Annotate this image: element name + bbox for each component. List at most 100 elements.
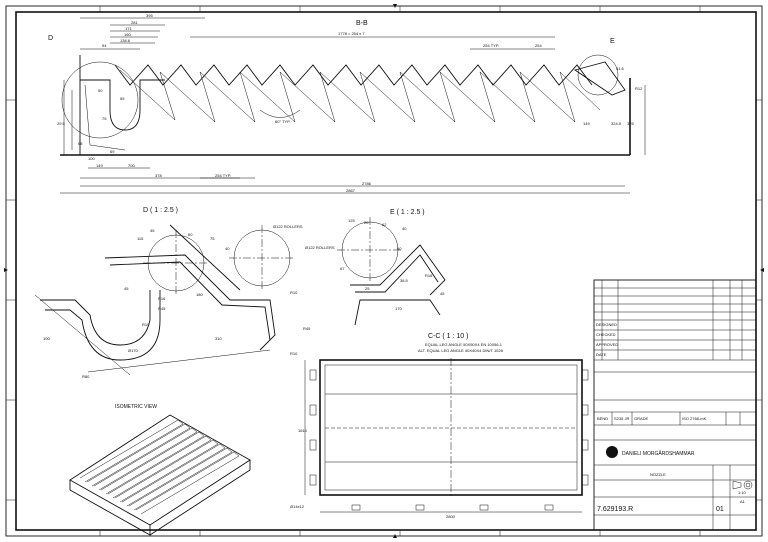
tb-row-label-3: DATE xyxy=(596,352,607,357)
cc-dim-width: 2800 xyxy=(446,514,456,519)
zone-ticks xyxy=(6,6,762,536)
section-cc-note-2: ALT. EQUAL LEG ANGLE 40X40X4 DIN/T 1028 xyxy=(418,348,504,353)
section-cc-view: C-C ( 1 : 10 ) EQUAL LEG ANGLE 50X50X4 E… xyxy=(290,333,589,519)
detail-d-dim-0: 115 xyxy=(137,236,144,241)
callout-e-label: E xyxy=(610,38,615,45)
bb-dim-171: 171 xyxy=(125,26,132,31)
sheet-size: A1 xyxy=(740,499,746,504)
detail-d-dim-6: R16 xyxy=(158,296,166,301)
cc-dim-height: 1610 xyxy=(298,428,308,433)
bb-dim-50: 50 xyxy=(98,88,103,93)
detail-e-dim-9: 25 xyxy=(365,286,370,291)
bb-dim-254typ: 254 TYP. xyxy=(483,43,499,48)
detail-e-dim-1: 20 xyxy=(364,220,369,225)
detail-e-base xyxy=(354,299,441,326)
bb-d-support xyxy=(84,84,126,151)
detail-d-loop-inner xyxy=(45,290,161,361)
bb-dim-254typ-bottom: 254 TYP. xyxy=(215,173,231,178)
bb-dim-100: 100 xyxy=(88,156,95,161)
detail-d-plate-inner xyxy=(109,261,271,341)
detail-e-dim-6: 38.5 xyxy=(400,278,409,283)
projection-symbol-icon xyxy=(732,480,753,490)
detail-d-dim-8: 310 xyxy=(215,336,222,341)
bb-dim-138: 138.6 xyxy=(120,38,131,43)
cc-note-bottom: Ø14x12 xyxy=(290,504,305,509)
bb-dim-700: 700 xyxy=(128,163,135,168)
detail-d-rib xyxy=(169,224,241,291)
detail-d-dim-4: 40 xyxy=(225,246,230,251)
inner-border xyxy=(15,11,757,531)
bb-dim-281: 281 xyxy=(131,20,138,25)
isometric-title: ISOMETRIC VIEW xyxy=(115,404,157,410)
bb-angle-arc xyxy=(259,109,301,118)
section-cc-note-1: EQUAL LEG ANGLE 50X50X4 EN 10056-1 xyxy=(425,342,503,347)
detail-e-dim-8: R16 xyxy=(425,273,433,278)
tb-field-1: S235 JR xyxy=(614,416,629,421)
bb-dim-149: 149 xyxy=(96,163,103,168)
tb-field-3: ISO 2768-mK xyxy=(682,416,707,421)
detail-d-rollers-2: Ø122 ROLLERS xyxy=(305,245,335,250)
bb-dim-94: 94 xyxy=(102,43,107,48)
section-bb-view: B-B D E 395 281 171 160 138.6 94 1778 = … xyxy=(48,13,646,194)
tb-row-label-2: APPROVED xyxy=(596,342,618,347)
detail-d-plate-top xyxy=(104,254,276,351)
tb-field-0: BEND xyxy=(597,416,608,421)
detail-e-title: E ( 1 : 2.5 ) xyxy=(390,209,425,216)
detail-d-dim-13: R45 xyxy=(303,326,311,331)
bb-d-loop xyxy=(80,79,165,131)
tb-row-label-1: CHECKED xyxy=(596,332,616,337)
bb-sawtooth-profile xyxy=(114,64,593,86)
detail-d-dim-12: R10 xyxy=(290,351,298,356)
bb-dim-254: 254 xyxy=(535,43,542,48)
detail-d-dim-1: 45 xyxy=(150,228,155,233)
detail-e-callout-circle xyxy=(577,54,619,96)
cc-side-clips xyxy=(309,369,589,511)
detail-d-loop-outer xyxy=(40,290,151,346)
bb-dim-160: 160 xyxy=(124,32,131,37)
bb-e-lip xyxy=(573,61,626,96)
bb-dim-2867: 2867 xyxy=(346,188,356,193)
tb-field-2: GRADE xyxy=(634,416,649,421)
detail-e-profile xyxy=(350,244,446,296)
detail-d-dim-3: 75 xyxy=(210,236,215,241)
drawing-number: 7.629193.R xyxy=(597,506,633,513)
detail-d-dim-10: R45 xyxy=(158,306,166,311)
bb-dims-bottom xyxy=(60,167,630,194)
bb-dim-31-6: 31.6 xyxy=(616,66,625,71)
bb-dim-2786: 2786 xyxy=(362,181,372,186)
detail-e-dim-10: 45 xyxy=(440,291,445,296)
detail-d-dim-16: 100 xyxy=(43,336,50,341)
section-cc-title: C-C ( 1 : 10 ) xyxy=(428,333,468,340)
company-name: DANIELI MORGÅRDSHAMMAR xyxy=(622,450,695,457)
detail-d-dim-14: Ø170 xyxy=(128,348,139,353)
scale-label: 1:10 xyxy=(738,490,747,495)
detail-d-dim-9: 180 xyxy=(196,292,203,297)
iso-ribs xyxy=(79,419,240,515)
part-name: NOZZLE xyxy=(650,472,666,477)
bb-dim-65: 65 xyxy=(78,141,83,146)
revision-grid xyxy=(594,280,756,530)
revision-number: 01 xyxy=(716,506,724,513)
bb-sawtooth-inner xyxy=(119,69,601,123)
detail-e-dim-4: 60 xyxy=(397,246,402,251)
callout-d-label: D xyxy=(48,35,53,42)
bb-dim-324-5: 324.5 xyxy=(611,121,622,126)
tb-row-label-0: DESIGNED xyxy=(596,322,617,327)
detail-d-view: D ( 1 : 2.5 ) Ø122 ROLLERS Ø122 ROLLERS … xyxy=(34,207,335,379)
detail-d-dim-15: R80 xyxy=(82,374,90,379)
detail-d-dim-7: R10 xyxy=(142,322,150,327)
section-bb-title: B-B xyxy=(356,20,368,27)
detail-d-dim-2: 60 xyxy=(188,232,193,237)
bb-dim-378: 378 xyxy=(155,173,162,178)
detail-d-title: D ( 1 : 2.5 ) xyxy=(143,207,178,214)
company-logo xyxy=(606,446,618,458)
detail-e-dim-0: 125 xyxy=(348,218,355,223)
isometric-view: ISOMETRIC VIEW xyxy=(69,404,251,536)
detail-e-dim-2: 62 xyxy=(382,222,387,227)
bb-dim-29-5: 29.5 xyxy=(57,121,66,126)
center-marks xyxy=(4,4,764,538)
bb-dim-395: 395 xyxy=(146,13,153,18)
detail-e-dim-5: 67 xyxy=(340,266,345,271)
